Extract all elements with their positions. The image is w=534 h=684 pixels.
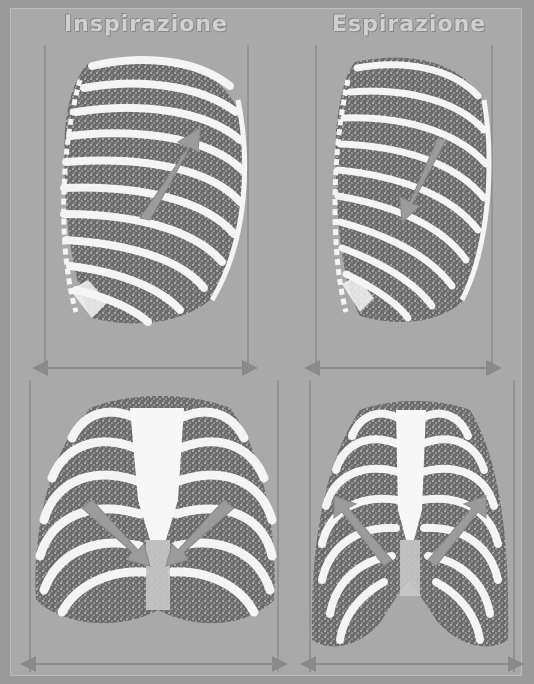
lateral-ribcage-expiration bbox=[312, 45, 494, 372]
frontal-ribcage-inspiration bbox=[28, 380, 280, 672]
lateral-ribcage-inspiration bbox=[40, 45, 250, 372]
frontal-ribcage-expiration bbox=[308, 380, 516, 672]
